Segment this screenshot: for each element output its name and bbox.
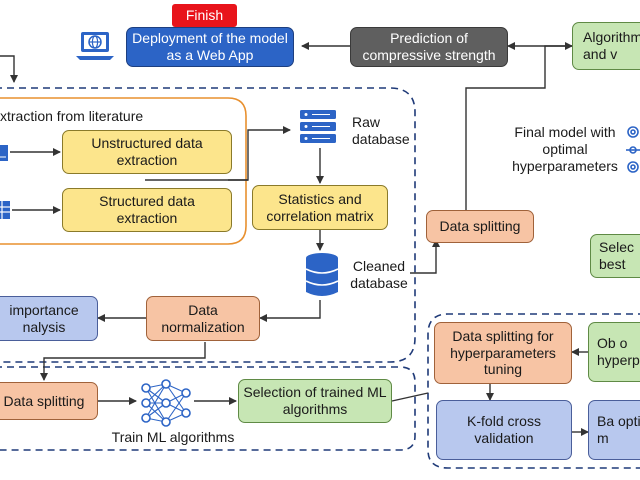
statistics-node: Statistics and correlation matrix xyxy=(252,185,388,230)
select-best-node: Selec best xyxy=(590,234,640,278)
kfold-node: K-fold cross validation xyxy=(436,400,572,460)
neural-network-icon xyxy=(141,379,191,427)
server-icon xyxy=(300,110,336,143)
prediction-node: Prediction of compressive strength xyxy=(350,27,508,67)
document-icon xyxy=(0,145,8,161)
bayesian-node: Ba opti m xyxy=(588,400,640,460)
cleaned-database-label: Cleaned database xyxy=(350,258,408,291)
train-ml-label: Train ML algorithms xyxy=(111,429,235,445)
data-splitting-node: Data splitting xyxy=(426,210,534,243)
finish-badge: Finish xyxy=(172,4,237,27)
algorithm-top-node: Algorithm and v xyxy=(572,22,640,70)
selection-trained-node: Selection of trained ML algorithms xyxy=(238,379,392,423)
tuning-region xyxy=(427,313,640,469)
deployment-node: Deployment of the model as a Web App xyxy=(126,27,294,67)
hyperparameter-icon xyxy=(626,126,640,173)
training-region xyxy=(0,366,416,451)
table-icon xyxy=(0,201,10,219)
raw-database-label: Raw database xyxy=(352,114,410,147)
preprocessing-region xyxy=(0,87,416,363)
database-icon xyxy=(305,253,339,296)
data-splitting-train-node: Data splitting xyxy=(0,382,98,420)
data-normalization-node: Data normalization xyxy=(146,296,260,341)
importance-analysis-node: importance nalysis xyxy=(0,296,98,341)
structured-extraction-node: Structured data extraction xyxy=(62,188,232,232)
extraction-region xyxy=(0,97,247,245)
globe-laptop-icon xyxy=(76,32,114,60)
unstructured-extraction-node: Unstructured data extraction xyxy=(62,130,232,174)
final-model-label: Final model with optimal hyperparameters xyxy=(512,124,618,174)
extraction-heading: xtraction from literature xyxy=(0,108,144,124)
obtain-optimal-node: Ob o hyperpa xyxy=(588,322,640,382)
data-splitting-hyper-node: Data splitting for hyperparameters tunin… xyxy=(434,322,572,384)
